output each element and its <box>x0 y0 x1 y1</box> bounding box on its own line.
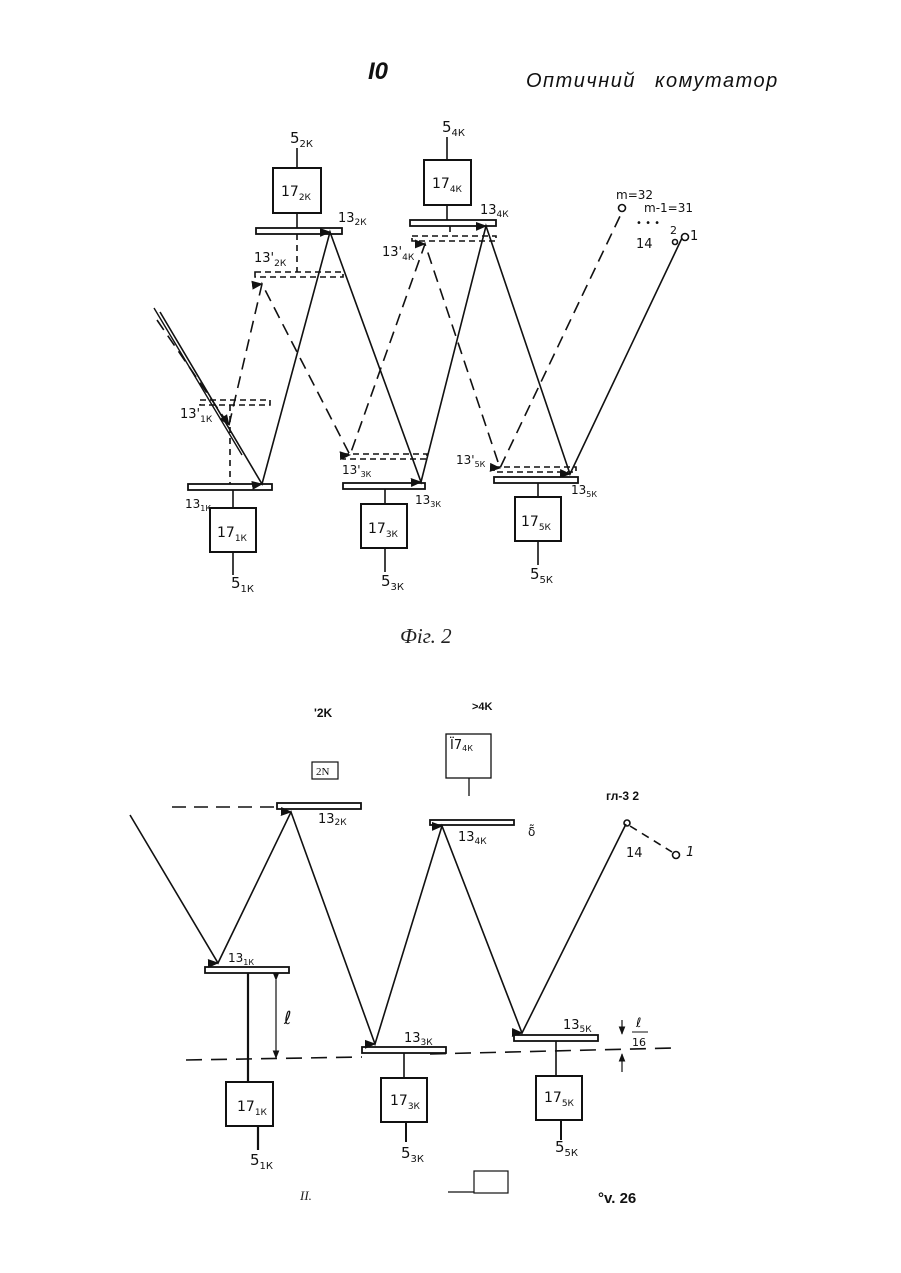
label-13-1k-f3: 131К <box>228 951 254 967</box>
figure-2-labels: 52К 54К 172К 174К 132К 134К 13'2К 13'4К … <box>180 118 698 648</box>
mirror-13p-3k <box>343 454 427 459</box>
mirror-13p-2k <box>255 272 343 277</box>
label-13p-4k: 13'4К <box>382 245 415 263</box>
mirror-13p-5k <box>494 467 576 472</box>
label-13-5k: 135К <box>571 483 597 499</box>
label-5-4k: 54К <box>442 118 465 139</box>
beam-path-solid <box>160 226 682 484</box>
footer-box <box>474 1171 508 1193</box>
figure-2 <box>154 137 689 575</box>
label-13-4k-f3: 134К <box>458 830 487 847</box>
label-5-2k: 52К <box>290 129 313 150</box>
label-5-3k: 53К <box>381 572 404 593</box>
label-17-1k: 171К <box>217 525 248 544</box>
label-13p-5k: 13'5К <box>456 453 486 469</box>
label-14-f3: 14 <box>626 846 643 861</box>
output-point-1-f3 <box>673 852 680 859</box>
label-13-4k: 134К <box>480 203 509 220</box>
label-17-3k-f3: 173К <box>390 1093 421 1112</box>
mirror-13-4k-f3 <box>430 820 514 825</box>
label-17-1k-f3: 171К <box>237 1099 268 1118</box>
label-5-1k-f3: 51К <box>250 1151 273 1172</box>
label-17-2k: 172К <box>281 184 312 203</box>
label-m-32: m=32 <box>616 188 653 202</box>
label-13-3k: 133К <box>415 493 441 509</box>
dashed-level-bottom <box>186 1057 362 1060</box>
label-13-2k: 132К <box>338 211 367 228</box>
label-17-4k-f3: Ï74К <box>450 737 473 753</box>
mirror-13-4k <box>410 220 496 226</box>
label-gl-32: гл-3 2 <box>606 789 639 803</box>
label-13-3k-f3: 133К <box>404 1031 433 1048</box>
label-5-1k: 51К <box>231 574 254 595</box>
label-5-3k-f3: 53К <box>401 1144 424 1165</box>
mirror-13-3k-f3 <box>362 1047 446 1053</box>
label-2n: 2N <box>316 766 330 778</box>
figure-3-caption: °v. 26 <box>598 1190 636 1207</box>
label-out-1: 1 <box>690 229 698 244</box>
page-mark: II. <box>299 1188 312 1203</box>
beam-path-dashed <box>229 212 622 468</box>
label-14: 14 <box>636 237 653 252</box>
output-point-32-f3 <box>624 820 630 826</box>
mirror-13-1k <box>188 484 272 490</box>
figure-3 <box>130 734 680 1193</box>
label-2k-top: '2K <box>314 706 333 720</box>
label-13-1k: 131К <box>185 497 211 513</box>
figure-3-labels: '2K >4K 2N Ï74К 132К 134К δ̃ гл-3 2 14 1… <box>228 701 694 1207</box>
label-17-5k-f3: 175К <box>544 1090 575 1109</box>
label-13p-2k: 13'2К <box>254 251 287 269</box>
output-point-m32 <box>619 205 626 212</box>
label-13p-1k: 13'1К <box>180 407 213 425</box>
mirror-13-1k-f3 <box>205 967 289 973</box>
label-5-5k-f3: 55К <box>555 1138 578 1159</box>
label-ell: ℓ <box>283 1008 291 1029</box>
label-out-1-f3: 1 <box>686 845 694 860</box>
mirror-13-5k-f3 <box>514 1035 598 1041</box>
side-mark: δ̃ <box>528 824 535 839</box>
mirror-13-5k <box>494 477 578 483</box>
figure-2-caption: Фіг. 2 <box>400 624 452 648</box>
output-point-1 <box>682 234 689 241</box>
dots-ellipsis: • • • <box>636 218 660 229</box>
label-13-5k-f3: 135К <box>563 1018 592 1035</box>
label-out-2: 2 <box>670 224 677 237</box>
label-17-3k: 173К <box>368 521 399 540</box>
label-frac-num: ℓ <box>635 1016 641 1031</box>
label-5-5k: 55К <box>530 565 553 586</box>
label-17-4k: 174К <box>432 176 463 195</box>
label-13p-3k: 13'3К <box>342 463 372 479</box>
beam-input-parallel <box>154 308 242 455</box>
beam-path-f3 <box>130 812 626 1044</box>
label-17-5k: 175К <box>521 514 552 533</box>
label-m-1-31: m-1=31 <box>644 201 693 215</box>
label-frac-den: 16 <box>632 1036 646 1049</box>
label-4k-top: >4K <box>472 701 493 713</box>
output-point-2 <box>673 240 678 245</box>
label-13-2k-f3: 132К <box>318 812 347 828</box>
mirror-13-3k <box>343 483 425 489</box>
mirror-13-2k-f3 <box>277 803 361 809</box>
